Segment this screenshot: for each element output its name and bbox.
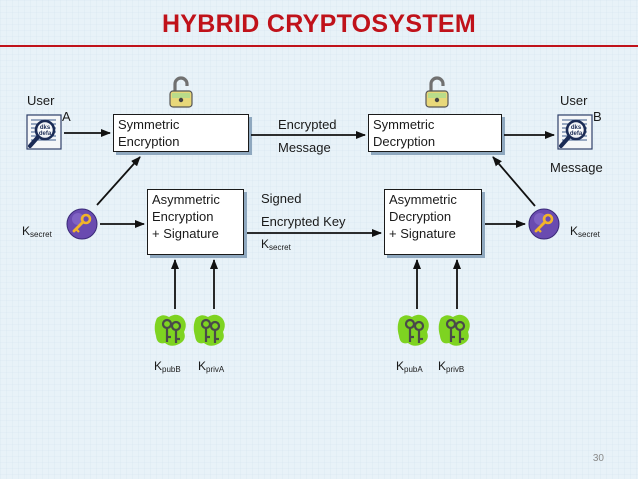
user-a-letter: A [62,109,71,124]
asym-dec-line1: Asymmetric [389,192,457,207]
privB-key-icon [438,314,470,346]
kpubB-label: KpubB [154,359,181,374]
message-label: Message [278,140,331,155]
arrow-right-key-to-sym-dec [492,156,536,207]
sym-dec-line1: Symmetric [373,117,435,132]
asym-enc-line3: + Signature [152,226,219,241]
asym-enc-line1: Asymmetric [152,192,220,207]
sym-enc-padlock-icon [169,76,193,108]
asymmetric-decryption-box: Asymmetric Decryption + Signature [384,189,482,255]
sym-dec-line2: Decryption [373,134,436,149]
arrow-left-key-to-sym-enc [96,156,141,206]
signed-label: Signed [261,191,302,206]
svg-text:dks: dks [40,125,51,131]
left-secret-key-label: Ksecret [22,224,52,239]
left-key-token-icon [66,208,98,240]
user-b-label: User [560,93,588,108]
svg-text:defa: defa [39,131,52,137]
kprivA-label: KprivA [198,359,225,374]
pubB-key-icon [154,314,186,346]
slide-title: HYBRID CRYPTOSYSTEM [161,10,477,38]
encrypted-key-label: Encrypted Key [261,214,346,229]
right-secret-key-label: Ksecret [570,224,600,239]
asym-dec-line2: Decryption [389,209,452,224]
right-key-token-icon [528,208,560,240]
kpubA-label: KpubA [396,359,423,374]
user-b-message-label: Message [550,160,603,175]
sym-dec-padlock-icon [425,76,449,108]
pubA-key-icon [397,314,429,346]
kprivB-label: KprivB [438,359,465,374]
user-b-document-icon: dks defa [557,114,593,150]
middle-secret-key-label: Ksecret [261,237,291,252]
asymmetric-encryption-box: Asymmetric Encryption + Signature [147,189,244,255]
page-number: 30 [592,453,604,464]
user-b-letter: B [593,109,602,124]
sym-enc-line1: Symmetric [118,117,180,132]
svg-text:dks: dks [571,125,582,131]
asym-enc-line2: Encryption [152,209,214,224]
user-a-label: User [27,93,55,108]
asym-dec-line3: + Signature [389,226,456,241]
title-divider [0,45,638,47]
privA-key-icon [193,314,225,346]
sym-enc-line2: Encryption [118,134,180,149]
symmetric-decryption-box: Symmetric Decryption [368,114,502,152]
user-a-document-icon: dks defa [26,114,62,150]
encrypted-label: Encrypted [278,117,337,132]
symmetric-encryption-box: Symmetric Encryption [113,114,249,152]
svg-text:defa: defa [570,131,583,137]
